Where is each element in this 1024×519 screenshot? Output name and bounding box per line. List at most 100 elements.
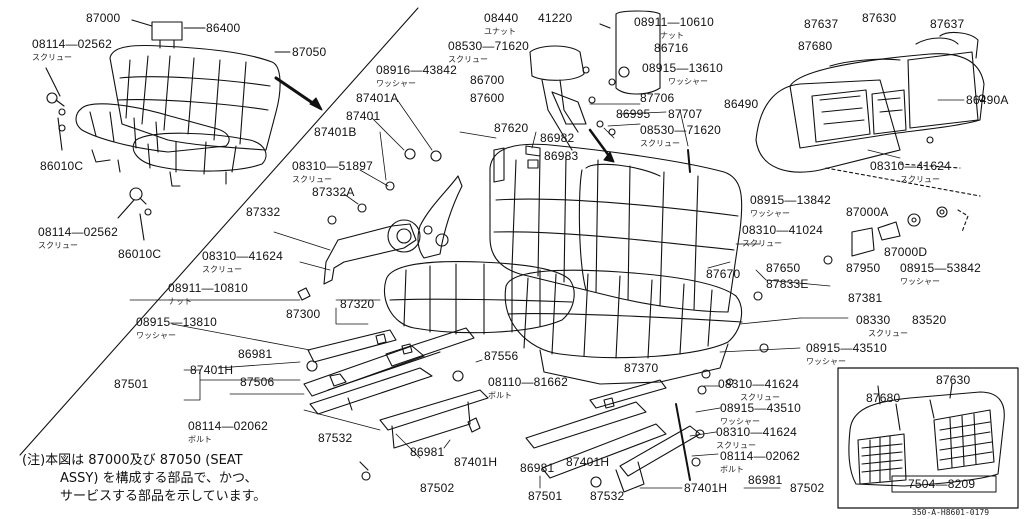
- part-label: 87706: [640, 91, 675, 105]
- part-sublabel: ユナット: [484, 27, 516, 36]
- seat-track-right: [525, 255, 833, 493]
- section-divider-line: [19, 7, 419, 456]
- part-sublabel: スクリュー: [640, 139, 680, 148]
- part-label: 87532: [590, 489, 625, 503]
- seat-cushion-left: [384, 260, 575, 335]
- part-label: 87401B: [314, 125, 357, 139]
- part-label: 87556: [484, 349, 519, 363]
- seat-track-left: [303, 327, 489, 481]
- part-sublabel: スクリュー: [716, 441, 756, 450]
- recliner-mechanism: [297, 148, 463, 301]
- part-label: 86490A: [966, 93, 1009, 107]
- part-label: 08911—10810: [168, 281, 249, 295]
- part-label: 41220: [538, 11, 573, 25]
- part-label: 87680: [798, 39, 833, 53]
- part-label: 08114—02562: [38, 225, 119, 239]
- part-label: 87000D: [884, 245, 928, 259]
- part-label: 87670: [706, 267, 741, 281]
- figure-code: 350-A-H8601-0179: [912, 508, 990, 517]
- part-label: 87833E: [766, 277, 809, 291]
- inset-seat-back: [848, 383, 1005, 487]
- part-sublabel: ワッシャー: [376, 79, 416, 88]
- part-label: 08310—41624: [716, 425, 797, 439]
- part-label: 87707: [668, 107, 703, 121]
- part-label: 86982: [540, 131, 575, 145]
- part-label: 08911—10610: [634, 15, 715, 29]
- part-label: 86981: [748, 473, 783, 487]
- part-sublabel: ワッシャー: [136, 331, 176, 340]
- part-label: 86981: [520, 461, 555, 475]
- part-label: 86995: [616, 107, 651, 121]
- part-label: 87300: [286, 307, 321, 321]
- part-sublabel: ワッシャー: [720, 417, 760, 426]
- part-sublabel: ナット: [660, 31, 684, 40]
- part-label: 86490: [724, 97, 759, 111]
- part-label: 87501: [528, 489, 563, 503]
- part-label: 87401H: [684, 481, 728, 495]
- part-label: 87502: [790, 481, 825, 495]
- headrest-bracket: [493, 10, 691, 183]
- part-sublabel: スクリュー: [292, 175, 332, 184]
- part-sublabel: スクリュー: [448, 55, 488, 64]
- part-label: 08330: [856, 313, 891, 327]
- part-label: 87502: [420, 481, 455, 495]
- inset-label: 87680: [866, 391, 901, 405]
- part-label: 87320: [340, 297, 375, 311]
- part-label: 08915—53842: [900, 261, 981, 275]
- part-label: 08114—02562: [32, 37, 113, 51]
- part-label: 86010C: [118, 247, 162, 261]
- part-label: 87650: [766, 261, 801, 275]
- part-label: 87370: [624, 361, 659, 375]
- part-label: 08440: [484, 11, 519, 25]
- part-label: 87000A: [846, 205, 889, 219]
- inset-range-box: [891, 475, 997, 493]
- washer-group-right: [851, 206, 969, 257]
- screw-group-left: [45, 67, 152, 241]
- part-label: 87401H: [566, 455, 610, 469]
- part-sublabel: スクリュー: [900, 175, 940, 184]
- part-label: 08310—41624: [870, 159, 951, 173]
- part-label: 87401A: [356, 91, 399, 105]
- note-line-1: (注)本図は 87000及び 87050 (SEAT: [22, 453, 243, 468]
- part-label: 08114—02062: [720, 449, 801, 463]
- part-label: 87501: [114, 377, 149, 391]
- part-sublabel: ワッシャー: [900, 277, 940, 286]
- part-label: 87401H: [190, 363, 234, 377]
- part-sublabel: ボルト: [188, 435, 212, 444]
- part-label: 87000: [86, 11, 121, 25]
- part-sublabel: スクリュー: [32, 53, 72, 62]
- part-sublabel: ワッシャー: [750, 209, 790, 218]
- part-label: 08915—43510: [720, 401, 801, 415]
- part-label: 86981: [410, 445, 445, 459]
- part-sublabel: ナット: [168, 297, 192, 306]
- part-label: 08915—13610: [642, 61, 723, 75]
- part-label: 87532: [318, 431, 353, 445]
- part-sublabel: ワッシャー: [806, 357, 846, 366]
- part-label: 87401H: [454, 455, 498, 469]
- part-label: 87381: [848, 291, 883, 305]
- part-label: 87620: [494, 121, 529, 135]
- note-line-3: サービスする部品を示しています。: [60, 489, 267, 504]
- part-sublabel: ボルト: [488, 391, 512, 400]
- part-label: 87332A: [312, 185, 355, 199]
- part-label: 08310—41024: [742, 223, 823, 237]
- part-label: 08530—71620: [448, 39, 529, 53]
- part-label: 08916—43842: [376, 63, 457, 77]
- part-label: 08915—13810: [136, 315, 217, 329]
- part-label: 87637: [804, 17, 839, 31]
- part-label: 86983: [544, 149, 579, 163]
- leader-lines: [129, 97, 965, 489]
- part-sublabel: スクリュー: [868, 329, 908, 338]
- seat-cushion-right: [504, 269, 743, 385]
- part-label: 86981: [238, 347, 273, 361]
- part-label: 08915—43510: [806, 341, 887, 355]
- part-label: 87637: [930, 17, 965, 31]
- part-label: 87506: [240, 375, 275, 389]
- part-label: 08110—81662: [488, 375, 569, 389]
- part-label: 87950: [846, 261, 881, 275]
- part-label: 08915—13842: [750, 193, 831, 207]
- part-label: 08310—41624: [202, 249, 283, 263]
- part-sublabel: スクリュー: [742, 239, 782, 248]
- part-label: 87600: [470, 91, 505, 105]
